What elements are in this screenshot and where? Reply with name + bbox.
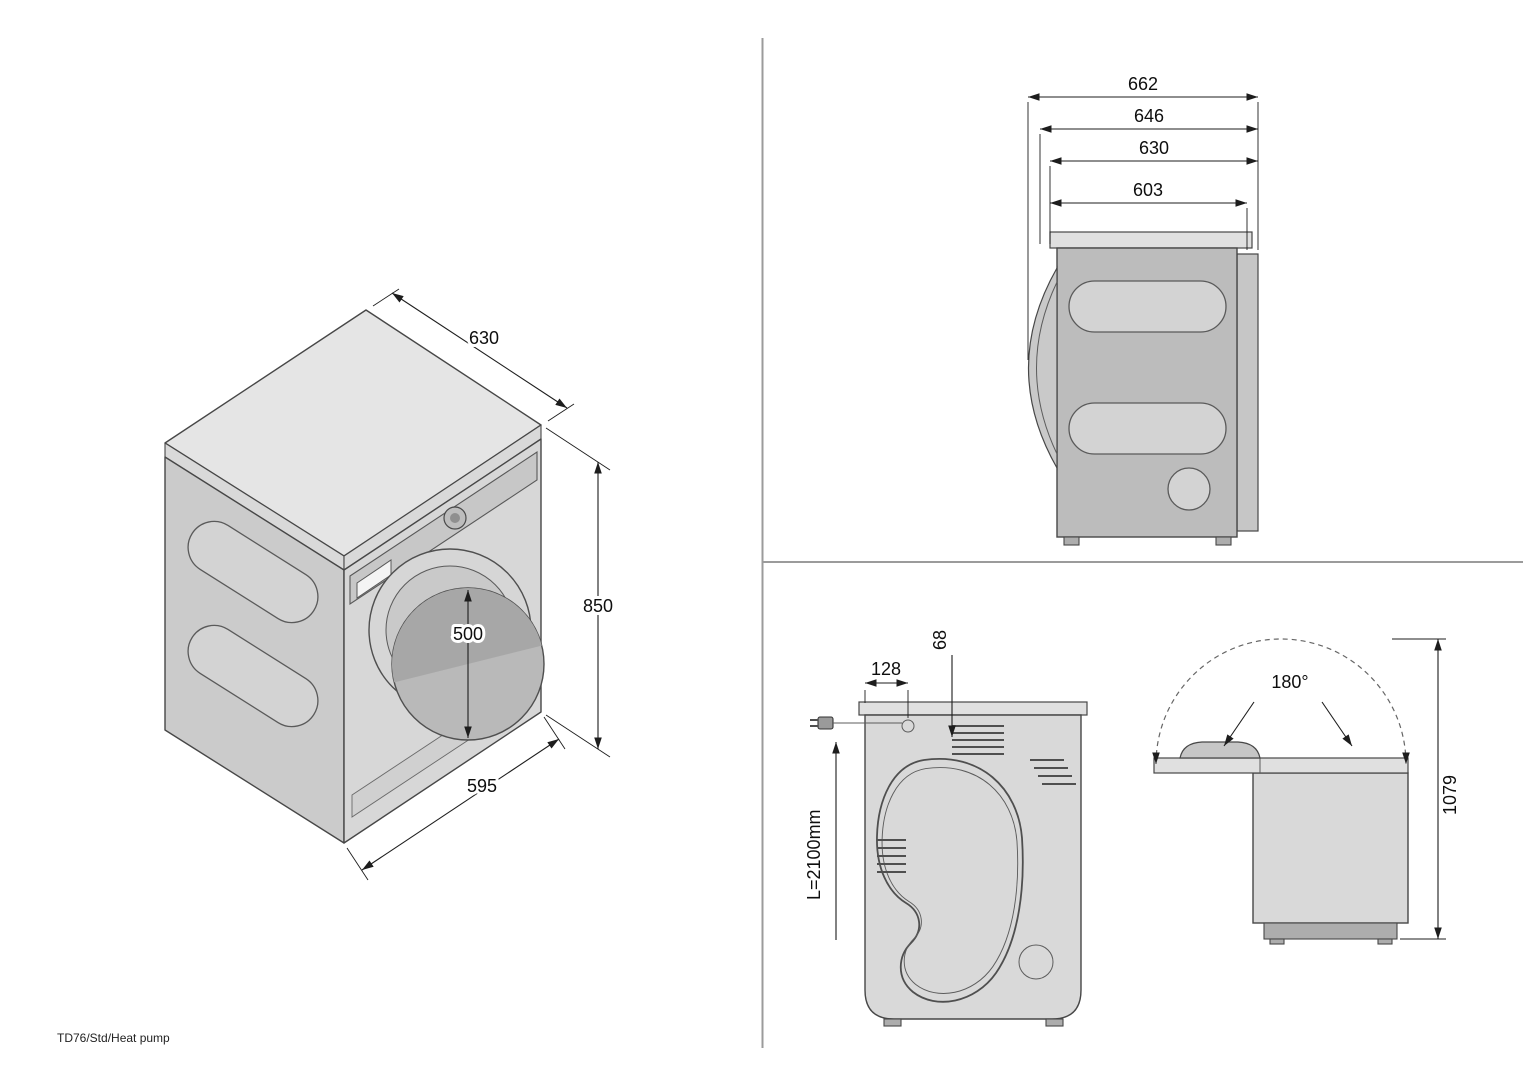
foot-right: [1045, 1018, 1064, 1027]
foot-left-small: [1269, 938, 1285, 945]
foot-front: [1063, 536, 1080, 546]
back-panel: [1236, 253, 1259, 532]
power-plug-icon: [817, 716, 834, 730]
side-view: 662 646 630 603: [1027, 71, 1259, 546]
lid-side-profile: [1049, 231, 1253, 249]
dim-label-68: 68: [930, 630, 950, 650]
foot-left: [883, 1018, 902, 1027]
dim-overall-depth: 662: [1027, 71, 1259, 360]
rear-lid-edge: [858, 701, 1088, 716]
base-plinth: [1263, 922, 1398, 940]
rotation-arrow-left: [1223, 701, 1255, 747]
dim-cord-offset: 128: [864, 656, 909, 718]
dim-label-662: 662: [1128, 74, 1158, 94]
control-knob-center: [450, 513, 460, 523]
dim-open-height: 1079: [1392, 638, 1463, 940]
cabinet-side-small: [1252, 772, 1409, 924]
door-bulge-inner-line: [1036, 281, 1058, 455]
extension-line: [547, 403, 575, 422]
dim-label-width: 595: [467, 776, 497, 796]
dim-depth: 630: [372, 288, 575, 422]
lid-handle: [1179, 741, 1261, 759]
dim-label-646: 646: [1134, 106, 1164, 126]
dim-label-depth: 630: [469, 328, 499, 348]
door-bulge: [1028, 265, 1058, 471]
dim-label-603: 603: [1133, 180, 1163, 200]
dim-depth-cabinet: 630: [1049, 135, 1258, 244]
dim-label-angle: 180°: [1271, 672, 1308, 692]
dim-depth-with-lid: 646: [1039, 103, 1258, 244]
extension-line: [545, 427, 611, 471]
rotation-arc: [1152, 638, 1410, 765]
vent-grille-top: [952, 725, 1004, 755]
dim-label-128: 128: [871, 659, 901, 679]
extension-line: [543, 716, 566, 750]
dim-width: 595: [346, 716, 566, 881]
dim-label-door: 500: [453, 624, 483, 644]
power-cord-assembly: [810, 716, 915, 733]
extension-line: [346, 847, 369, 881]
side-emboss-upper: [1068, 280, 1227, 333]
filter-cap: [1167, 467, 1211, 511]
dim-label-cord-length: L=2100mm: [804, 809, 824, 900]
vent-grille-left: [877, 839, 906, 873]
side-panel-emboss-lower: [187, 624, 319, 728]
rear-view: 128 68 L=2100mm: [801, 627, 1088, 1027]
dim-vent-offset: 68: [927, 627, 956, 737]
extension-line: [372, 288, 400, 307]
rotation-arrow-right: [1321, 701, 1353, 747]
open-lid-slab: [1153, 757, 1409, 774]
dim-label-1079: 1079: [1440, 775, 1460, 815]
drain-cap: [1018, 944, 1054, 980]
side-panel-emboss-upper: [187, 520, 319, 624]
control-panel: [349, 450, 538, 606]
dim-height: 850: [545, 427, 616, 758]
dim-door-diameter: 500: [450, 590, 486, 738]
foot-rear: [1215, 536, 1232, 546]
side-emboss-lower: [1068, 402, 1227, 455]
cord-entry-grommet: [901, 719, 915, 733]
isometric-view: 630 850 595 500: [164, 288, 616, 881]
model-label: TD76/Std/Heat pump: [57, 1031, 170, 1045]
dimension-line: [391, 292, 568, 409]
dim-depth-body: 603: [1050, 177, 1248, 250]
dimension-line: [361, 738, 560, 871]
dim-label-height: 850: [583, 596, 613, 616]
lid-open-view: 180° 1079: [1152, 638, 1463, 945]
dim-label-630: 630: [1139, 138, 1169, 158]
vent-grille-right: [1030, 759, 1076, 785]
dim-cord-length: L=2100mm: [801, 742, 840, 940]
foot-right-small: [1377, 938, 1393, 945]
extension-line: [545, 714, 611, 758]
